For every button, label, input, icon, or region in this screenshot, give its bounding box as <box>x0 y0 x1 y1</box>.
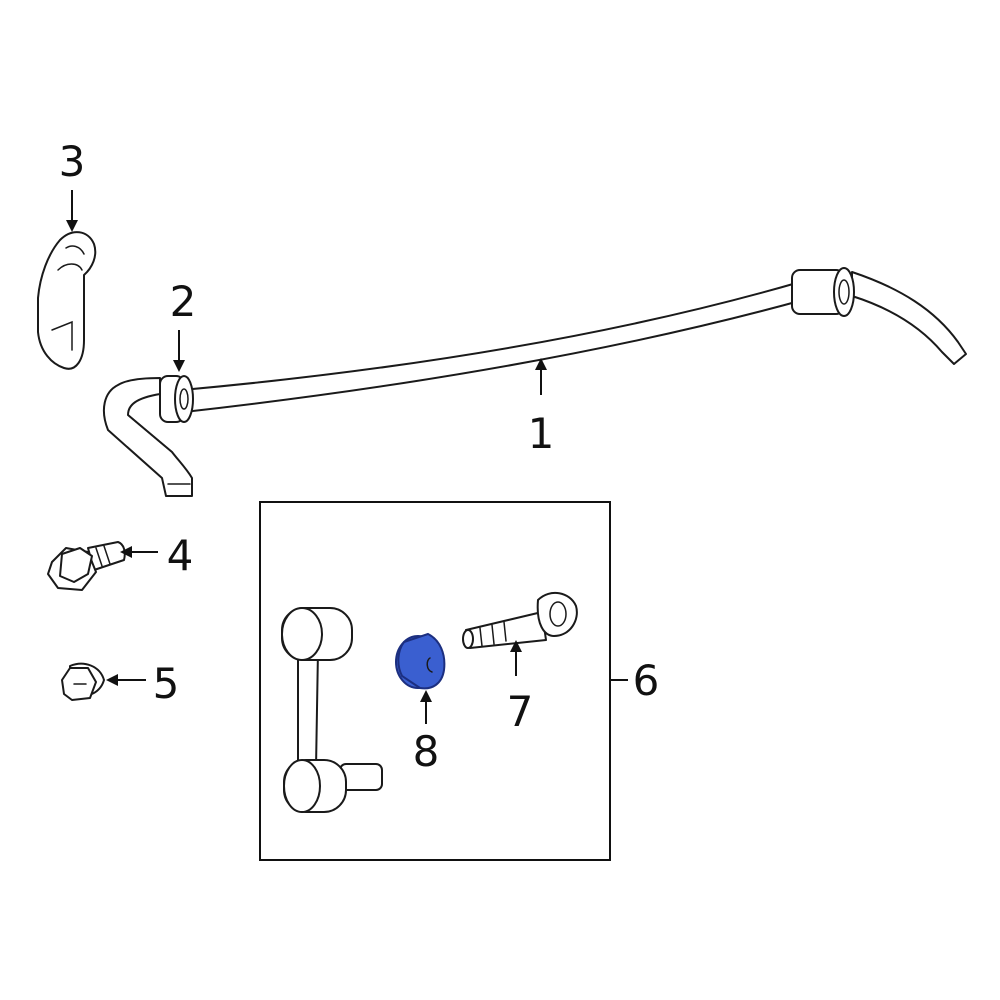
callout-2: 2 <box>170 277 197 326</box>
stabilizer-bar[interactable] <box>102 271 967 497</box>
mounting-bolt[interactable] <box>47 541 126 591</box>
bushing-bracket[interactable] <box>37 231 97 370</box>
mounting-nut[interactable] <box>61 662 105 701</box>
stabilizer-link[interactable] <box>281 607 383 813</box>
link-bolt[interactable] <box>462 591 578 649</box>
callout-7: 7 <box>507 687 534 736</box>
callout-1: 1 <box>528 409 555 458</box>
callout-4: 4 <box>167 531 194 580</box>
leader-lines <box>66 190 628 724</box>
callout-3: 3 <box>59 137 86 186</box>
bar-bushing-right[interactable] <box>791 267 855 317</box>
bar-bushing-left[interactable] <box>159 375 194 423</box>
callout-5: 5 <box>153 659 180 708</box>
callout-8: 8 <box>413 727 440 776</box>
flange-nut-highlighted[interactable] <box>395 632 446 690</box>
callout-6: 6 <box>633 656 660 705</box>
